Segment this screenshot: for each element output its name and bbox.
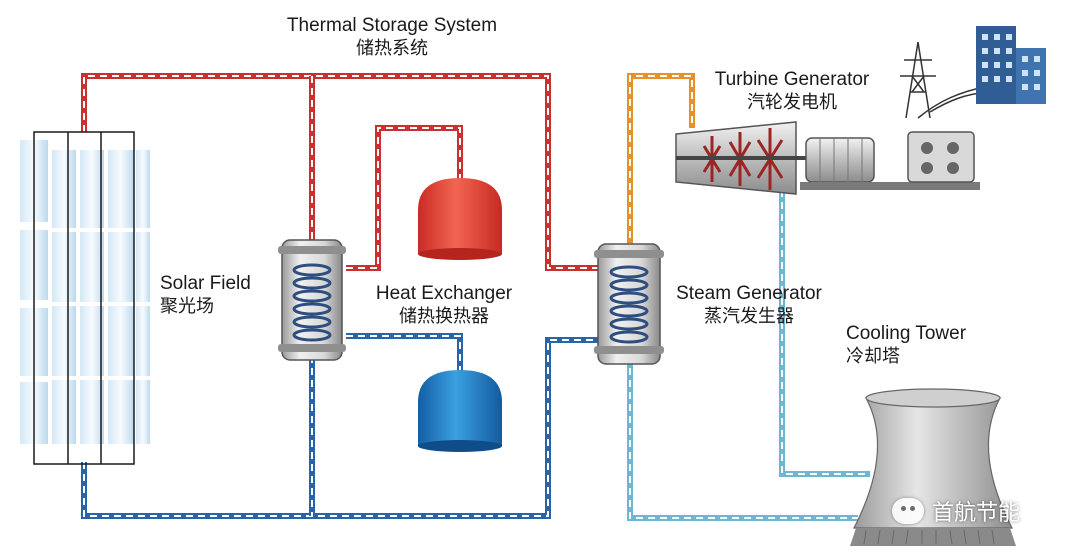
cooling-tower [850,388,1016,546]
hot-salt-pipes [81,73,600,271]
turbine-generator-label: Turbine Generator 汽轮发电机 [696,68,888,114]
steam-generator-label: Steam Generator 蒸汽发生器 [664,282,834,328]
steam-generator-coil [609,265,649,344]
cooling-tower-label-cn: 冷却塔 [846,346,900,367]
cooling-water-pipes [627,190,870,521]
solar-field-frame [33,131,135,465]
cooling-tower-label: Cooling Tower 冷却塔 [846,322,966,368]
thermal-storage-label-cn: 储热系统 [356,38,428,59]
watermark-text: 首航节能 [932,501,1021,526]
steam-generator-label-en: Steam Generator [676,283,822,304]
heat-exchanger-coil [292,263,332,342]
transmission-tower-icon [900,41,989,119]
solar-panels [20,140,150,444]
cold-storage-tank [418,370,502,452]
heat-exchanger-label: Heat Exchanger 储热换热器 [354,282,534,328]
turbine-generator-label-cn: 汽轮发电机 [747,92,837,113]
solar-field [20,131,150,465]
turbine-generator [675,121,980,195]
cold-salt-pipes [81,333,598,519]
heat-exchanger [278,239,346,361]
hot-storage-tank [418,178,502,260]
steam-pipe [627,73,695,250]
thermal-storage-label: Thermal Storage System 储热系统 [262,14,522,60]
solar-field-label-en: Solar Field [160,273,251,294]
wechat-icon [892,498,924,524]
city-buildings-icon [976,26,1046,104]
heat-exchanger-label-en: Heat Exchanger [375,283,513,304]
watermark: 首航节能 [892,494,1020,528]
turbine-generator-label-en: Turbine Generator [714,69,870,90]
thermal-storage-label-en: Thermal Storage System [286,15,498,36]
steam-generator-label-cn: 蒸汽发生器 [704,306,794,327]
solar-field-label: Solar Field 聚光场 [160,272,251,318]
cooling-tower-label-en: Cooling Tower [846,323,967,344]
solar-field-label-cn: 聚光场 [160,296,214,317]
steam-generator [594,243,664,365]
heat-exchanger-label-cn: 储热换热器 [399,306,489,327]
